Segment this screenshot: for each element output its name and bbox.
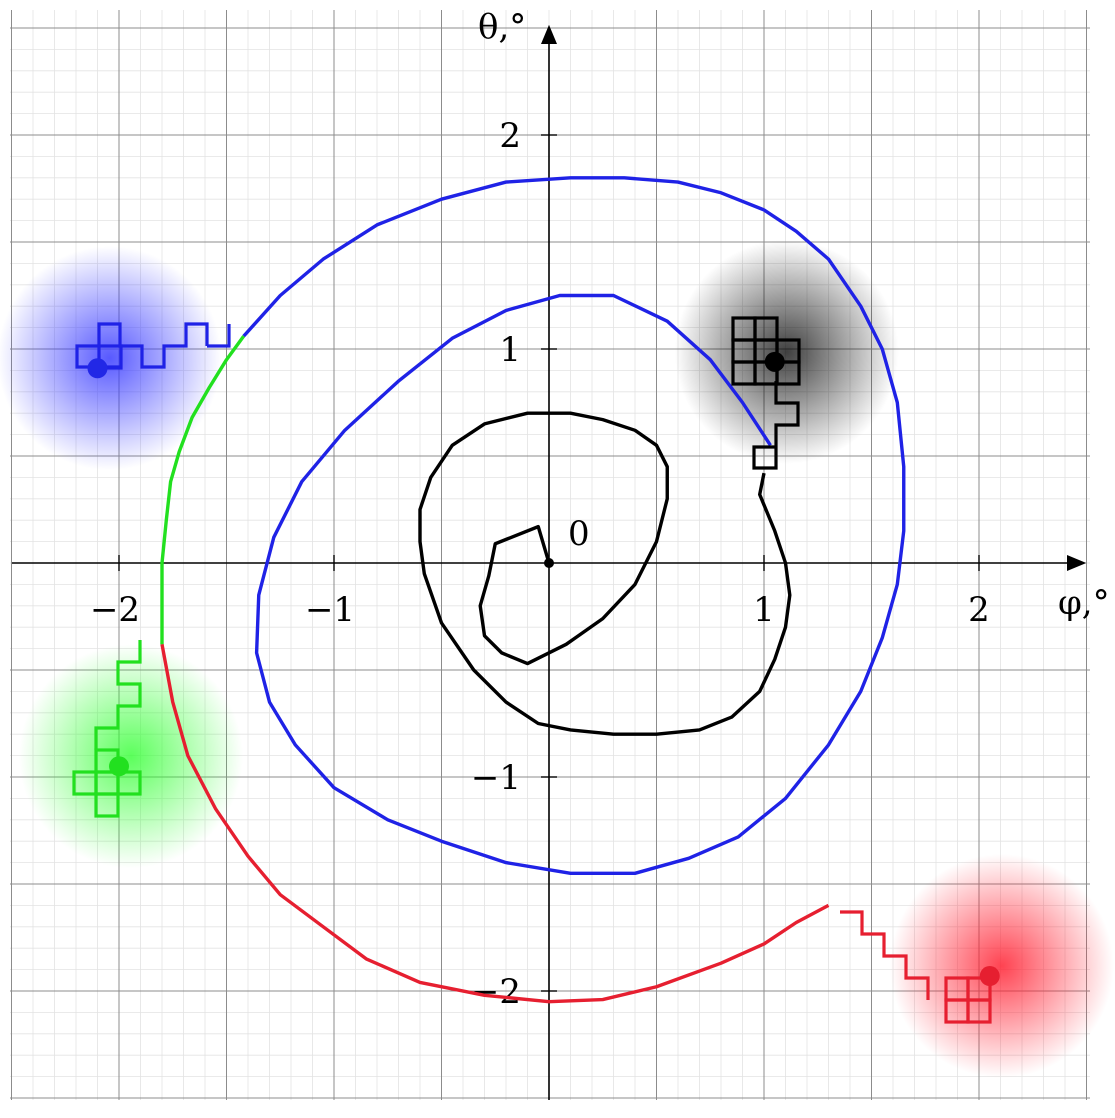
y-tick-label: 1 — [499, 330, 521, 370]
black-marker-glow — [674, 239, 899, 464]
x-axis-title: φ,° — [1058, 583, 1110, 623]
blue-end-marker — [87, 358, 108, 379]
spiral-curves — [160, 176, 906, 1004]
black-spiral-line — [418, 411, 792, 736]
black-step-cell — [775, 360, 801, 386]
blue-step-path — [207, 324, 231, 348]
green-arm-line — [160, 335, 246, 645]
red-end-marker — [979, 966, 1000, 987]
red-marker-glow — [889, 854, 1114, 1079]
red-step-cell — [966, 998, 992, 1024]
origin-point — [544, 558, 554, 568]
y-axis-title: θ,° — [478, 7, 526, 47]
axis-ticks: −2 −1 1 2 −2 −1 1 2 — [90, 116, 990, 1012]
black-end-marker — [764, 351, 785, 372]
green-end-marker — [109, 756, 129, 777]
blue-step-cell — [97, 344, 123, 370]
marker-glows — [0, 239, 1114, 1079]
black-step-path — [752, 381, 800, 470]
x-tick-label: 2 — [968, 590, 990, 630]
y-tick-label: 2 — [499, 116, 521, 156]
y-tick-label: −2 — [471, 972, 521, 1012]
major-grid — [10, 10, 1090, 1100]
end-markers — [87, 351, 1000, 987]
red-arm-line — [160, 644, 830, 1004]
x-tick-label: −1 — [305, 590, 355, 630]
green-step-cell — [94, 792, 120, 818]
green-step-cell — [116, 770, 142, 796]
step-paths — [72, 316, 992, 1024]
x-tick-label: −2 — [90, 590, 140, 630]
blue-spiral-line — [242, 176, 906, 875]
green-step-path — [94, 640, 142, 750]
blue-step-path — [75, 322, 209, 369]
red-step-path — [840, 910, 930, 1000]
green-marker-glow — [19, 644, 243, 869]
x-tick-label: 1 — [753, 590, 775, 630]
y-tick-label: −1 — [471, 758, 521, 798]
origin-label: 0 — [568, 514, 590, 554]
blue-marker-glow — [0, 246, 222, 471]
